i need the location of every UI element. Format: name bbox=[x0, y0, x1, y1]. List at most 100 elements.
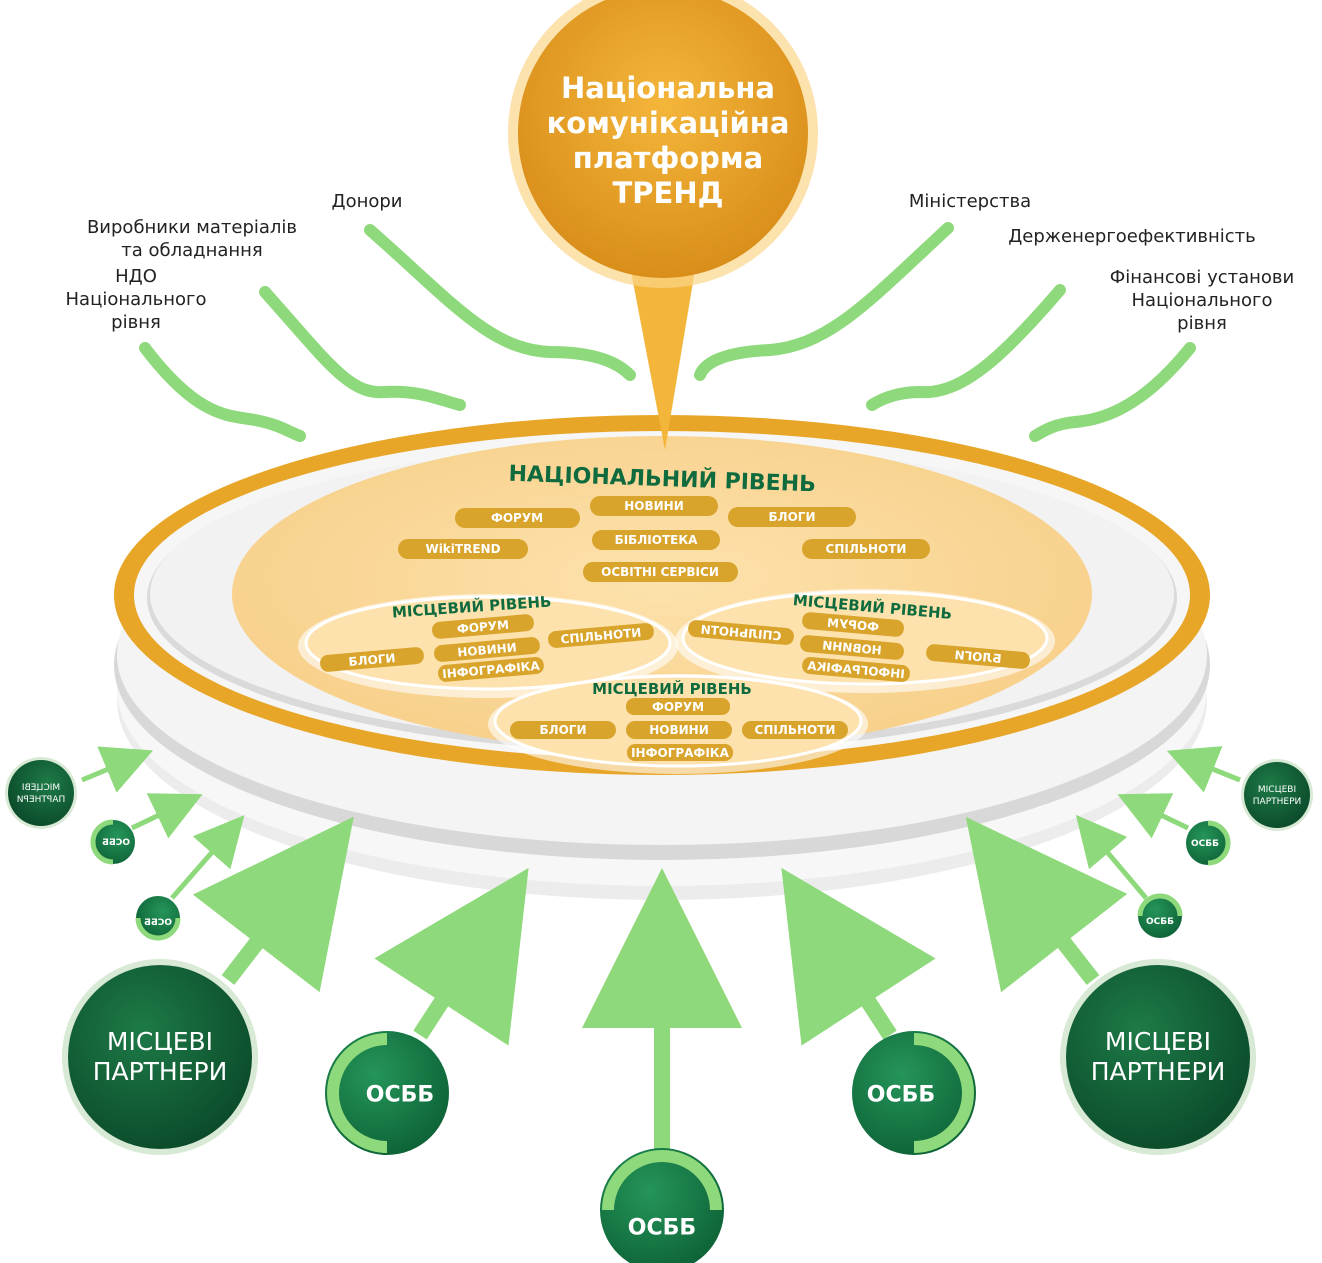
small-local-partners-left-line1: МІСЦЕВІ bbox=[22, 783, 60, 793]
platform-bubble-pointer bbox=[625, 240, 700, 450]
local-level-left: МІСЦЕВИЙ РІВЕНЬ ФОРУМ НОВИНИ СПІЛЬНОТИ Б… bbox=[298, 591, 678, 698]
manufacturers-label-line2: та обладнання bbox=[121, 240, 263, 261]
connector-ngo bbox=[139, 342, 306, 442]
national-pill-blogs[interactable]: БЛОГИ bbox=[728, 507, 856, 527]
small-local-partners-right[interactable]: МІСЦЕВІ ПАРТНЕРИ bbox=[1241, 759, 1313, 831]
local-right-pill-infographics[interactable]: ІНФОГРАФІКА bbox=[802, 656, 911, 683]
small-osbb-left-1-label: ОСББ bbox=[102, 838, 130, 848]
arrow-small-right-1 bbox=[1166, 746, 1241, 793]
local-bottom-pill-blogs[interactable]: БЛОГИ bbox=[510, 721, 616, 739]
local-level-right: МІСЦЕВИЙ РІВЕНЬ ФОРУМ НОВИНИ СПІЛЬНОТИ Б… bbox=[675, 589, 1055, 693]
local-right-news-label: НОВИНИ bbox=[822, 638, 883, 657]
local-left-pill-infographics[interactable]: ІНФОГРАФІКА bbox=[437, 656, 544, 682]
small-local-partners-right-line1: МІСЦЕВІ bbox=[1258, 785, 1296, 795]
manufacturers-label-line1: Виробники матеріалів bbox=[87, 217, 297, 238]
osbb-bottom-label: ОСББ bbox=[628, 1216, 696, 1241]
platform-title-line1: Національна bbox=[561, 71, 775, 105]
arrow-small-right-2 bbox=[1117, 793, 1190, 839]
small-osbb-left-2[interactable]: ОСББ bbox=[135, 896, 181, 941]
local-partners-right-line2: ПАРТНЕРИ bbox=[1091, 1057, 1226, 1086]
platform-bubble: Національна комунікаційна платформа ТРЕН… bbox=[508, 0, 818, 288]
energy-agency-label: Держенергоефективність bbox=[1008, 226, 1256, 247]
local-left-forum-label: ФОРУМ bbox=[456, 618, 509, 636]
osbb-left[interactable]: ОСББ bbox=[325, 1031, 449, 1155]
local-left-pill-blogs[interactable]: БЛОГИ bbox=[319, 647, 424, 673]
national-pill-news[interactable]: НОВИНИ bbox=[590, 496, 718, 516]
platform-title-line3: платформа bbox=[573, 141, 763, 175]
national-pill-library[interactable]: БІБЛІОТЕКА bbox=[592, 530, 720, 550]
national-blogs-label: БЛОГИ bbox=[768, 510, 815, 524]
arrow-large-right bbox=[965, 816, 1128, 993]
ministries-label: Міністерства bbox=[909, 191, 1031, 212]
national-pill-education[interactable]: ОСВІТНІ СЕРВІСИ bbox=[583, 562, 738, 582]
national-pill-communities[interactable]: СПІЛЬНОТИ bbox=[802, 539, 930, 559]
connector-manufacturers bbox=[259, 286, 466, 411]
local-right-pill-forum[interactable]: ФОРУМ bbox=[801, 612, 904, 638]
small-osbb-right-1[interactable]: ОСББ bbox=[1186, 820, 1231, 866]
local-bottom-blogs-label: БЛОГИ bbox=[539, 723, 586, 737]
local-right-pill-communities[interactable]: СПІЛЬНОТИ bbox=[688, 619, 795, 645]
local-left-blogs-label: БЛОГИ bbox=[348, 651, 396, 669]
small-osbb-right-2[interactable]: ОСББ bbox=[1137, 893, 1183, 938]
ngo-label-line2: Національного bbox=[66, 289, 207, 310]
local-bottom-forum-label: ФОРУМ bbox=[652, 700, 704, 714]
local-left-news-label: НОВИНИ bbox=[457, 640, 518, 659]
local-bottom-communities-label: СПІЛЬНОТИ bbox=[755, 723, 836, 737]
connector-ministries bbox=[694, 222, 954, 381]
local-bottom-heading: МІСЦЕВИЙ РІВЕНЬ bbox=[592, 679, 752, 698]
national-pill-forum[interactable]: ФОРУМ bbox=[455, 508, 580, 528]
national-pill-wiki[interactable]: WikiTREND bbox=[398, 539, 528, 559]
small-osbb-right-1-label: ОСББ bbox=[1191, 839, 1219, 849]
national-news-label: НОВИНИ bbox=[624, 499, 684, 513]
small-local-partners-left[interactable]: МІСЦЕВІ ПАРТНЕРИ bbox=[5, 757, 77, 829]
arrow-large-left-mid bbox=[374, 867, 529, 1046]
local-left-pill-communities[interactable]: СПІЛЬНОТИ bbox=[547, 622, 654, 648]
local-bottom-pill-communities[interactable]: СПІЛЬНОТИ bbox=[742, 721, 848, 739]
stakeholder-labels: Донори Виробники матеріалів та обладнанн… bbox=[66, 191, 1295, 334]
arrow-small-left-2 bbox=[130, 793, 203, 839]
local-bottom-pill-forum[interactable]: ФОРУМ bbox=[626, 698, 730, 715]
connector-donors bbox=[364, 224, 636, 381]
small-osbb-left-1[interactable]: ОСББ bbox=[90, 819, 135, 865]
osbb-left-label: ОСББ bbox=[366, 1083, 434, 1108]
local-right-pill-blogs[interactable]: БЛОГИ bbox=[926, 644, 1031, 670]
arrow-large-right-mid bbox=[781, 867, 936, 1046]
donors-label: Донори bbox=[332, 191, 403, 212]
osbb-right[interactable]: ОСББ bbox=[852, 1031, 976, 1155]
local-partners-right[interactable]: МІСЦЕВІ ПАРТНЕРИ bbox=[1060, 959, 1256, 1155]
local-bottom-pill-news[interactable]: НОВИНИ bbox=[626, 721, 732, 739]
small-osbb-right-2-label: ОСББ bbox=[1146, 917, 1174, 927]
small-local-partners-left-line2: ПАРТНЕРИ bbox=[17, 795, 65, 805]
arrow-large-left bbox=[192, 816, 354, 993]
local-level-bottom: МІСЦЕВИЙ РІВЕНЬ ФОРУМ БЛОГИ НОВИНИ СПІЛЬ… bbox=[488, 674, 868, 774]
small-osbb-left-2-label: ОСББ bbox=[144, 918, 172, 928]
local-bottom-pill-infographics[interactable]: ІНФОГРАФІКА bbox=[627, 744, 733, 761]
local-bottom-news-label: НОВИНИ bbox=[649, 723, 709, 737]
local-right-blogs-label: БЛОГИ bbox=[954, 648, 1002, 666]
partner-arrows bbox=[81, 746, 1241, 1150]
local-left-pill-news[interactable]: НОВИНИ bbox=[433, 636, 540, 662]
arrow-small-left-1 bbox=[81, 746, 154, 793]
local-right-pill-news[interactable]: НОВИНИ bbox=[800, 635, 905, 661]
local-right-forum-label: ФОРУМ bbox=[826, 616, 879, 634]
finance-label-line1: Фінансові установи bbox=[1110, 267, 1294, 288]
finance-label-line2: Національного bbox=[1132, 290, 1273, 311]
local-partners-left[interactable]: МІСЦЕВІ ПАРТНЕРИ bbox=[62, 959, 258, 1155]
local-partners-left-line1: МІСЦЕВІ bbox=[107, 1027, 213, 1056]
platform-title-line4: ТРЕНД bbox=[613, 176, 724, 210]
national-wiki-label: WikiTREND bbox=[425, 542, 500, 556]
arrow-small-left-3 bbox=[170, 815, 245, 900]
arrow-small-right-3 bbox=[1075, 814, 1148, 900]
connector-finance bbox=[1029, 342, 1196, 442]
stakeholder-connectors bbox=[139, 222, 1196, 442]
national-forum-label: ФОРУМ bbox=[491, 511, 543, 525]
national-education-label: ОСВІТНІ СЕРВІСИ bbox=[601, 565, 719, 579]
osbb-right-label: ОСББ bbox=[867, 1083, 935, 1108]
national-library-label: БІБЛІОТЕКА bbox=[615, 533, 699, 547]
national-communities-label: СПІЛЬНОТИ bbox=[826, 542, 907, 556]
osbb-bottom[interactable]: ОСББ bbox=[600, 1148, 724, 1263]
local-left-pill-forum[interactable]: ФОРУМ bbox=[431, 614, 534, 640]
local-partners-left-line2: ПАРТНЕРИ bbox=[93, 1057, 228, 1086]
connector-energy-agency bbox=[866, 284, 1066, 411]
